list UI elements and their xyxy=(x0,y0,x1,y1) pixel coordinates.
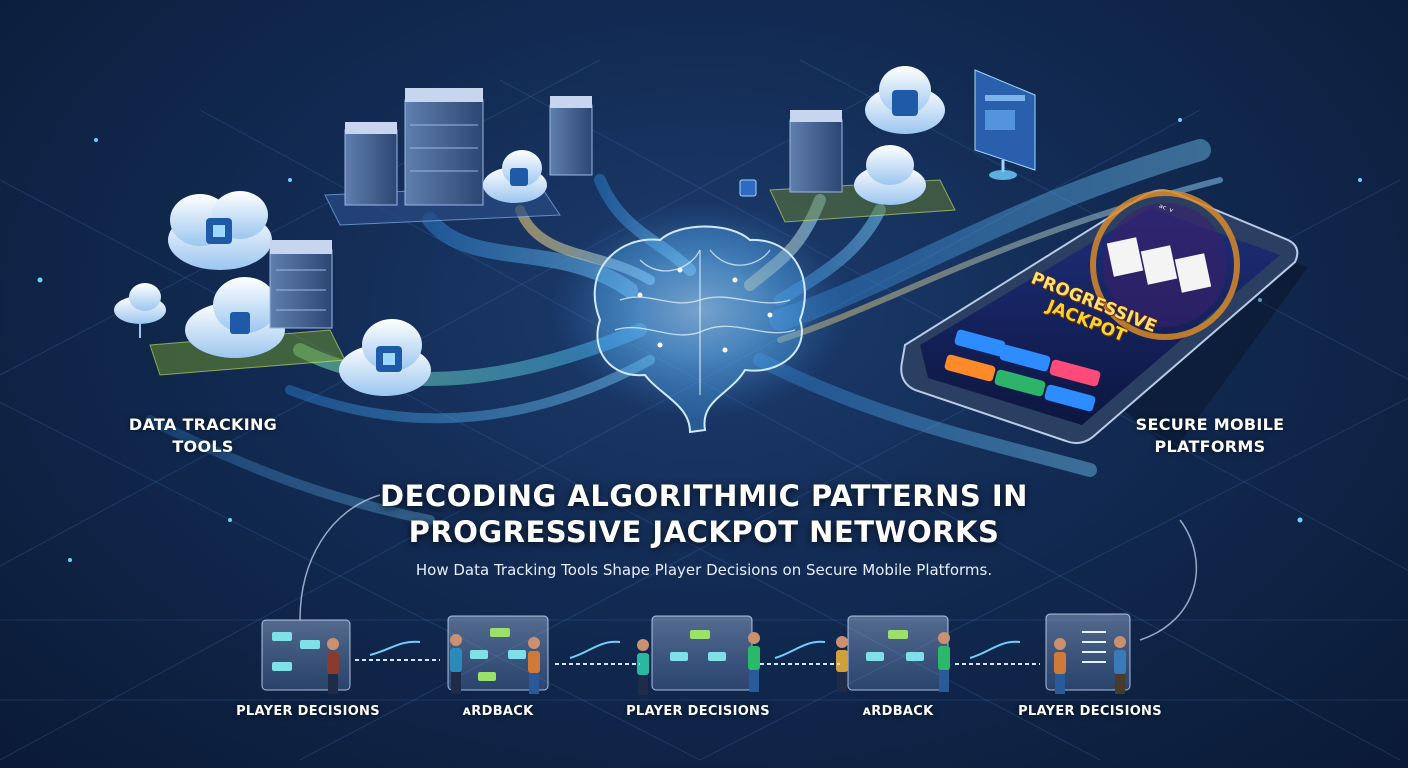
title-line2: PROGRESSIVE JACKPOT NETWORKS xyxy=(408,515,1000,549)
server-rack-cluster xyxy=(324,88,593,226)
cloud-chip-icon xyxy=(185,277,285,358)
mobile-phone xyxy=(900,189,1308,452)
cloud-chip-icon xyxy=(339,319,431,396)
subtitle: How Data Tracking Tools Shape Player Dec… xyxy=(415,561,993,579)
cloud-chip-icon xyxy=(168,191,272,270)
flow-panel xyxy=(261,619,351,694)
grid-glow-dots xyxy=(37,118,1362,562)
server-stack-icon xyxy=(269,240,333,329)
label-data-tracking-tools: DATA TRACKING TOOLS xyxy=(103,414,303,458)
step-label: PLAYER DECISIONS xyxy=(1018,704,1162,719)
data-tracking-cluster xyxy=(114,191,431,396)
step-label: ᴀRDBACK xyxy=(462,704,534,719)
label-line: DATA TRACKING xyxy=(128,415,278,434)
flow-panel xyxy=(637,615,760,695)
label-line: TOOLS xyxy=(172,437,234,456)
title-line1: DECODING ALGORITHMIC PATTERNS IN xyxy=(380,479,1028,513)
flow-panel xyxy=(447,615,549,694)
flow-arrows xyxy=(355,640,1040,665)
step-label: PLAYER DECISIONS xyxy=(236,704,380,719)
step-label: ᴀRDBACK xyxy=(862,704,934,719)
step-label: PLAYER DECISIONS xyxy=(626,704,770,719)
flow-panel xyxy=(1045,613,1131,694)
top-right-cluster xyxy=(739,66,956,223)
process-flow xyxy=(261,613,1131,695)
cloud-icon xyxy=(114,283,166,338)
label-secure-mobile-platforms: SECURE MOBILE PLATFORMS xyxy=(1110,414,1310,458)
game-button-grid xyxy=(944,329,1101,412)
dashboard-monitor-icon xyxy=(974,69,1036,180)
label-line: PLATFORMS xyxy=(1154,437,1266,456)
flow-connectors xyxy=(299,494,1198,641)
main-title: DECODING ALGORITHMIC PATTERNS IN PROGRES… xyxy=(204,478,1204,550)
ai-brain-icon xyxy=(550,200,850,434)
label-line: SECURE MOBILE xyxy=(1135,415,1285,434)
flow-panel xyxy=(836,615,950,692)
